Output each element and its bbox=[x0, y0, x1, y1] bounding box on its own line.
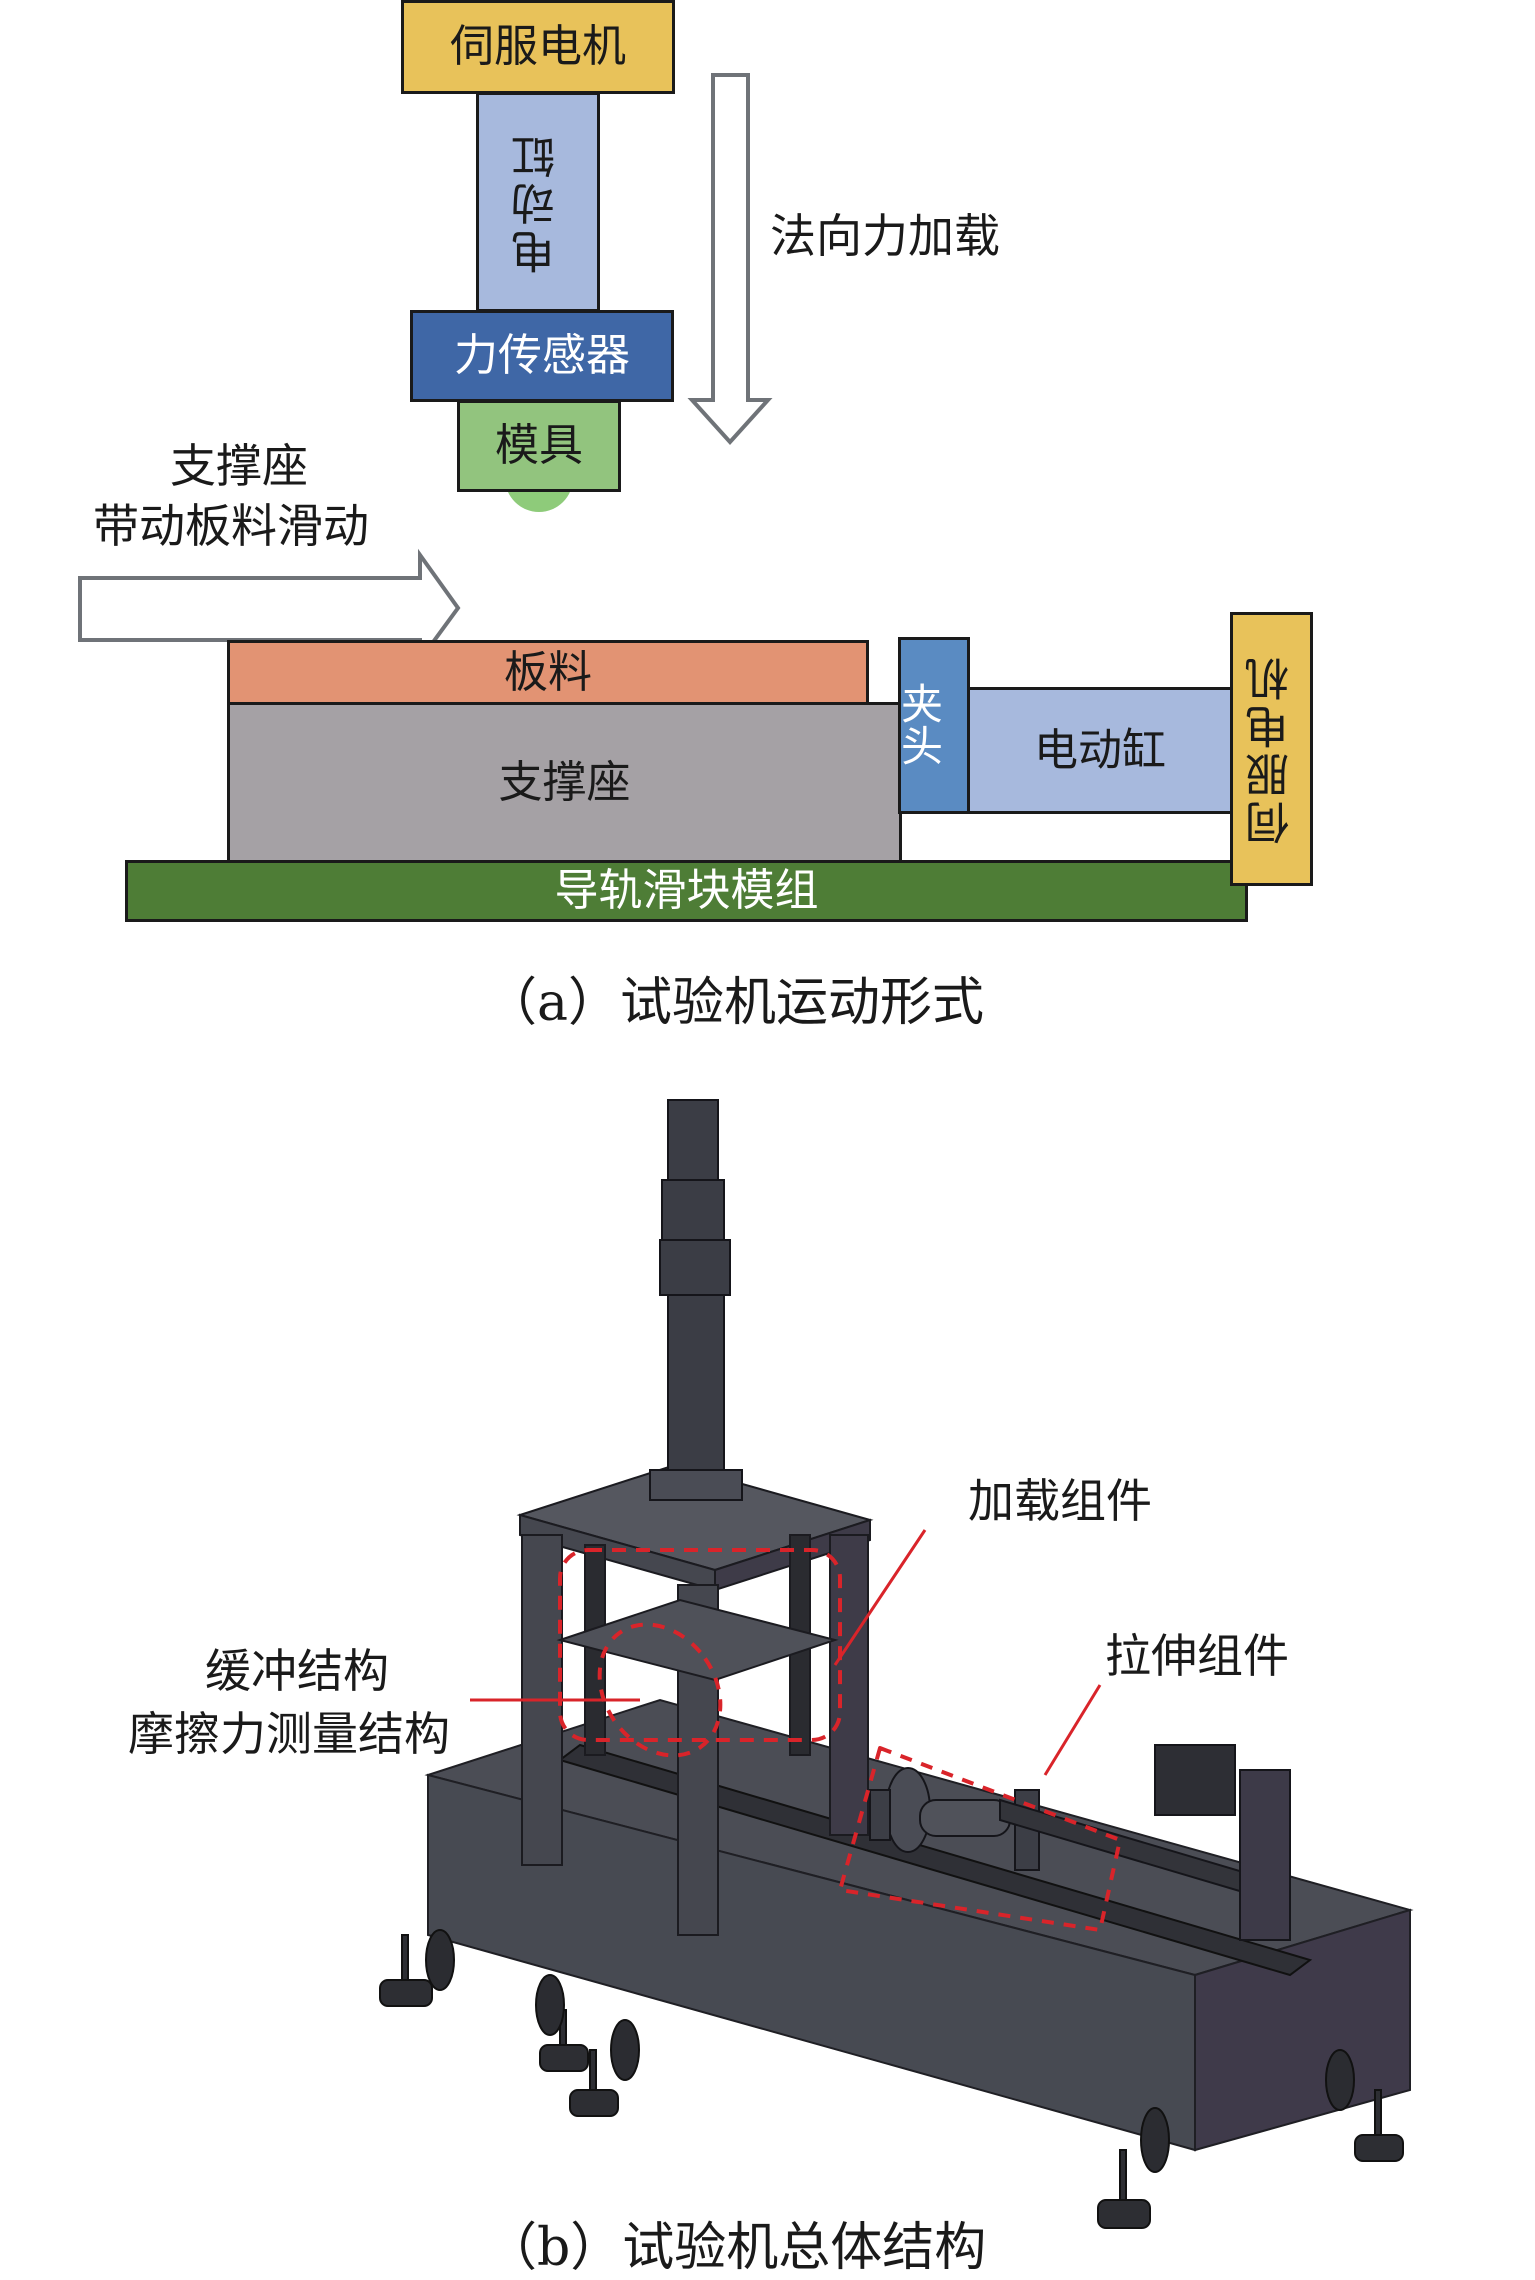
tension-assembly bbox=[869, 1744, 1291, 1941]
caption-b: （b）试验机总体结构 bbox=[485, 2218, 987, 2278]
horizontal-electric-cylinder: 电动缸 bbox=[967, 687, 1233, 814]
sheet-label: 板料 bbox=[504, 646, 592, 698]
loading-assembly-dashed-outline bbox=[558, 1548, 842, 1742]
slide-direction-arrow-icon bbox=[78, 548, 461, 667]
support-base-label: 支撑座 bbox=[498, 757, 631, 808]
buffer-structure-label: 缓冲结构 bbox=[205, 1644, 389, 1698]
force-sensor-label: 力传感器 bbox=[454, 330, 630, 381]
arrows-layer bbox=[78, 73, 773, 667]
normal-force-arrow-icon bbox=[687, 73, 773, 445]
friction-measurement-label: 摩擦力测量结构 bbox=[128, 1707, 450, 1761]
mold: 模具 bbox=[457, 400, 621, 492]
horizontal-servo-motor: 伺服电机 bbox=[1230, 612, 1313, 886]
loading-frame bbox=[516, 1463, 874, 1936]
normal-force-label: 法向力加载 bbox=[770, 209, 1000, 263]
leveling-feet bbox=[379, 1934, 1404, 2229]
sheet: 板料 bbox=[227, 640, 869, 705]
casters bbox=[425, 1929, 1355, 2173]
guide-rail-label: 导轨滑块模组 bbox=[554, 865, 819, 916]
horizontal-electric-cylinder-label: 电动缸 bbox=[1034, 724, 1166, 776]
tension-leader-line bbox=[1043, 1684, 1102, 1776]
mold-label: 模具 bbox=[495, 420, 583, 471]
slide-label-line2: 带动板料滑动 bbox=[93, 499, 369, 553]
vertical-servo-motor-label: 伺服电机 bbox=[450, 21, 626, 72]
force-sensor: 力传感器 bbox=[410, 310, 674, 402]
clamp-label: 夹头 bbox=[901, 679, 944, 771]
vertical-actuator bbox=[649, 1099, 743, 1501]
loading-assembly-label: 加载组件 bbox=[968, 1474, 1152, 1528]
loading-leader-line bbox=[833, 1529, 927, 1666]
tension-assembly-label: 拉伸组件 bbox=[1105, 1629, 1289, 1683]
caption-a: （a）试验机运动形式 bbox=[485, 973, 985, 1033]
clamp: 夹头 bbox=[898, 637, 970, 814]
guide-rail-module: 导轨滑块模组 bbox=[125, 860, 1248, 922]
slide-label-line1: 支撑座 bbox=[170, 439, 308, 493]
buffer-structure-dashed-outline bbox=[597, 1622, 723, 1758]
callout-annotations bbox=[470, 1529, 1122, 1932]
tension-rail bbox=[557, 1743, 1313, 1977]
vertical-servo-motor: 伺服电机 bbox=[401, 0, 675, 94]
tension-assembly-dashed-outline bbox=[838, 1746, 1122, 1932]
